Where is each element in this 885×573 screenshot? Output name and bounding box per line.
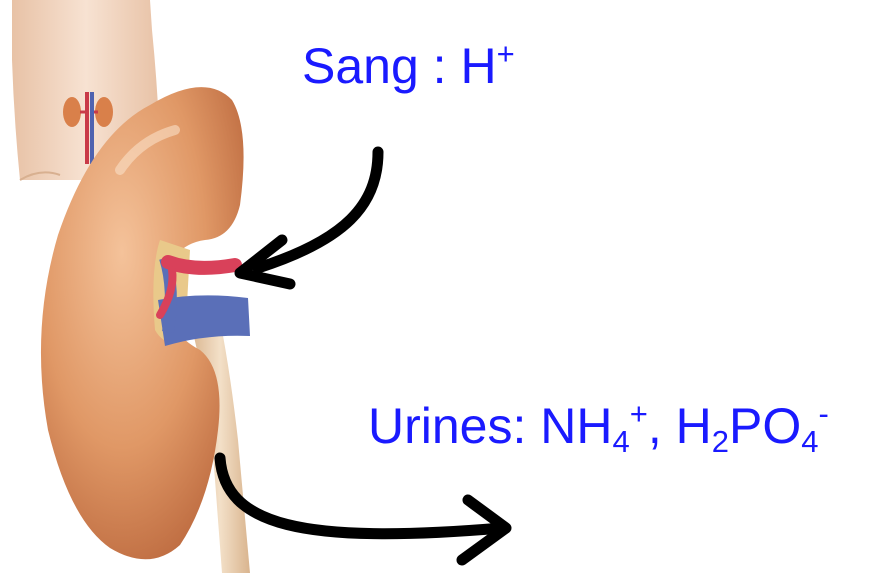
po4-charge: - — [819, 396, 829, 431]
blood-label-text: Sang : H — [302, 38, 497, 94]
urine-label-text: Urines: NH — [368, 398, 612, 454]
blood-label: Sang : H+ — [302, 38, 515, 91]
urine-separator: , H — [648, 398, 712, 454]
arrow-in-icon — [240, 152, 378, 284]
blood-h-charge: + — [497, 36, 515, 71]
nh4-charge: + — [630, 396, 648, 431]
po-text: PO — [729, 398, 801, 454]
nh4-subscript: 4 — [612, 424, 629, 459]
po4-subscript: 4 — [801, 424, 818, 459]
urine-label: Urines: NH4+, H2PO4- — [368, 398, 829, 457]
arrow-out-icon — [220, 458, 506, 560]
h2-subscript: 2 — [712, 424, 729, 459]
